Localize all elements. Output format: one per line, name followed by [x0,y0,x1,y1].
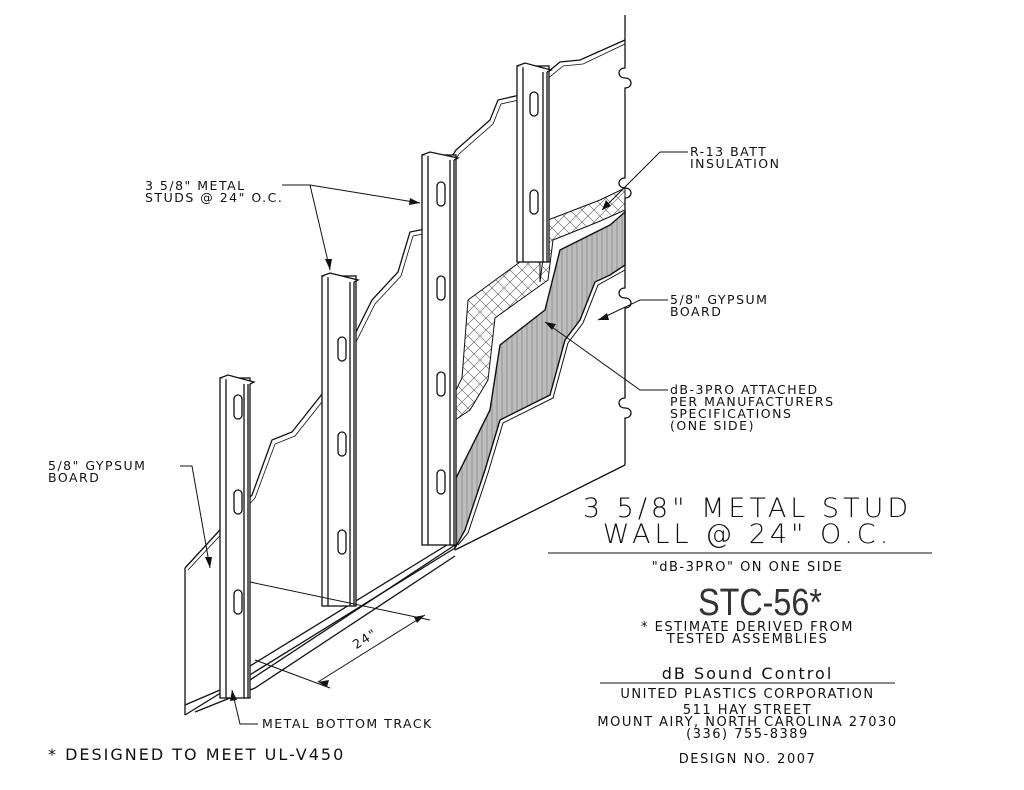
label-line: SPECIFICATIONS [670,406,793,421]
label-line: BOARD [670,304,723,319]
label-line: 5/8" GYPSUM [670,292,769,307]
metal-stud-2 [321,272,360,607]
city: MOUNT AIRY, NORTH CAROLINA 27030 [597,715,898,730]
designed-note: * DESIGNED TO MEET UL-V450 [48,745,346,764]
label-line: dB-3PRO ATTACHED [670,382,819,397]
label-line: BOARD [48,470,101,485]
company-name: dB Sound Control [661,664,834,683]
db3pro-membrane [454,210,626,551]
label-line: INSULATION [690,156,781,171]
metal-stud-3 [421,151,460,546]
note-line: TESTED ASSEMBLIES [666,632,829,647]
subtitle: "dB-3PRO" ON ONE SIDE [651,560,844,575]
label-line: PER MANUFACTURERS [670,394,835,409]
label-line: R-13 BATT [690,144,768,159]
label-line: 5/8" GYPSUM [48,458,147,473]
title-line: WALL @ 24" O.C. [602,519,893,550]
street: 511 HAY STREET [682,703,813,718]
note-line: * ESTIMATE DERIVED FROM [640,620,855,635]
metal-stud-4 [516,62,553,263]
label-bottom-track: METAL BOTTOM TRACK [262,716,433,731]
design-number: DESIGN NO. 2007 [678,752,817,767]
title-line: 3 5/8" METAL STUD [582,493,913,524]
corporation-name: UNITED PLASTICS CORPORATION [620,687,875,702]
metal-stud-1 [219,374,256,699]
label-line: 3 5/8" METAL [145,178,246,193]
label-line: STUDS @ 24" O.C. [145,190,284,205]
phone: (336) 755-8389 [686,727,809,742]
label-line: (ONE SIDE) [670,418,755,433]
stc-rating: STC-56* [698,582,822,624]
